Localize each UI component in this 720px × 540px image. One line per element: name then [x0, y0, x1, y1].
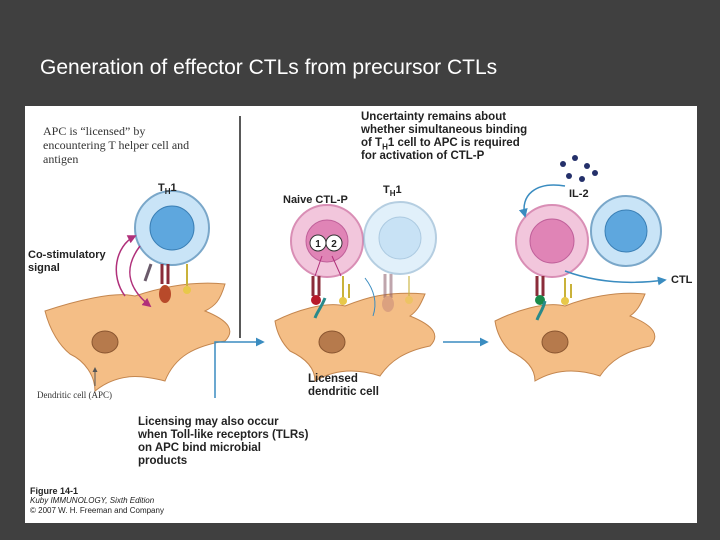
- ctl-label: CTL: [671, 274, 693, 286]
- th1-num-2: 1: [395, 184, 402, 196]
- costim-arrow-up: [115, 235, 137, 297]
- ctl-receptors-2: [311, 276, 350, 319]
- th1-label-2: TH1: [383, 184, 402, 199]
- th1-sub: H: [164, 187, 171, 197]
- costim-line-2: signal: [28, 262, 60, 274]
- dendritic-cell-1: [44, 282, 231, 393]
- activated-ctl-cell: [515, 204, 589, 278]
- signal-badge-1: 1: [315, 239, 321, 250]
- uncertainty-3a: of T: [361, 137, 383, 149]
- licensing-note: Licensing may also occur when Toll-like …: [138, 416, 308, 468]
- figure-caption: Figure 14-1 Kuby IMMUNOLOGY, Sixth Editi…: [30, 486, 164, 516]
- figure-illustration: 1 2: [44, 116, 667, 398]
- uncertainty-3c: 1 cell to APC is required: [387, 137, 520, 149]
- th1-cell-1: [134, 190, 210, 266]
- th1-sub-2: H: [389, 189, 396, 199]
- licensing-arrow: [214, 337, 265, 398]
- ctl-receptors-3: [535, 276, 572, 321]
- dendritic-cell-2: [274, 292, 436, 382]
- licensing-line-2: when Toll-like receptors (TLRs): [138, 429, 309, 441]
- licensed-line-1: Licensed: [308, 373, 358, 385]
- costim-arrow-down: [129, 245, 152, 308]
- th1-t: T: [158, 182, 165, 194]
- th1-t-2: T: [383, 184, 390, 196]
- dendritic-cell-label: Dendritic cell (APC): [37, 390, 112, 400]
- licensing-line-4: products: [138, 455, 188, 467]
- il2-label: IL-2: [569, 188, 589, 200]
- uncertainty-line-2: whether simultaneous binding: [361, 124, 528, 136]
- dendritic-cell-3: [494, 292, 656, 382]
- licensed-dendritic-label: Licensed dendritic cell: [308, 373, 379, 399]
- licensing-line-3: on APC bind microbial: [138, 442, 261, 454]
- uncertainty-3b: H: [382, 142, 388, 152]
- uncertainty-line-4: for activation of CTL-P: [361, 150, 485, 162]
- effector-th1-cell: [590, 195, 662, 267]
- ctl-output-arrow: [564, 270, 667, 286]
- uncertainty-note: Uncertainty remains about whether simult…: [361, 111, 527, 163]
- signal-arrows: [314, 255, 342, 277]
- caption-book-title: Kuby IMMUNOLOGY, Sixth Edition: [30, 496, 155, 505]
- th1-contact-line: [364, 277, 376, 317]
- caption-figure-number: Figure 14-1: [30, 486, 79, 496]
- figure-panel: 1 2: [25, 106, 697, 523]
- costim-label: Co-stimulatory signal: [28, 249, 106, 275]
- licensed-line-2: dendritic cell: [308, 386, 379, 398]
- il2-arrow-in: [518, 184, 566, 218]
- signal-badge-2: 2: [331, 239, 337, 250]
- caption-copyright: © 2007 W. H. Freeman and Company: [30, 506, 164, 515]
- licensing-line-1: Licensing may also occur: [138, 416, 279, 428]
- th1-label-1: TH1: [158, 182, 177, 197]
- th1-num: 1: [170, 182, 177, 194]
- slide-title: Generation of effector CTLs from precurs…: [40, 56, 498, 79]
- th1-cell-2: [363, 201, 437, 312]
- uncertainty-line-1: Uncertainty remains about: [361, 111, 507, 123]
- apc-licensed-note: APC is “licensed” by encountering T help…: [43, 124, 190, 166]
- tcr-receptors-1: [143, 263, 191, 303]
- naive-ctl-label: Naive CTL-P: [283, 194, 348, 206]
- il2-dots: [560, 155, 598, 182]
- costim-line-1: Co-stimulatory: [28, 249, 106, 261]
- naive-ctl-cell: [290, 204, 364, 278]
- uncertainty-line-3: of TH1 cell to APC is required: [361, 137, 527, 152]
